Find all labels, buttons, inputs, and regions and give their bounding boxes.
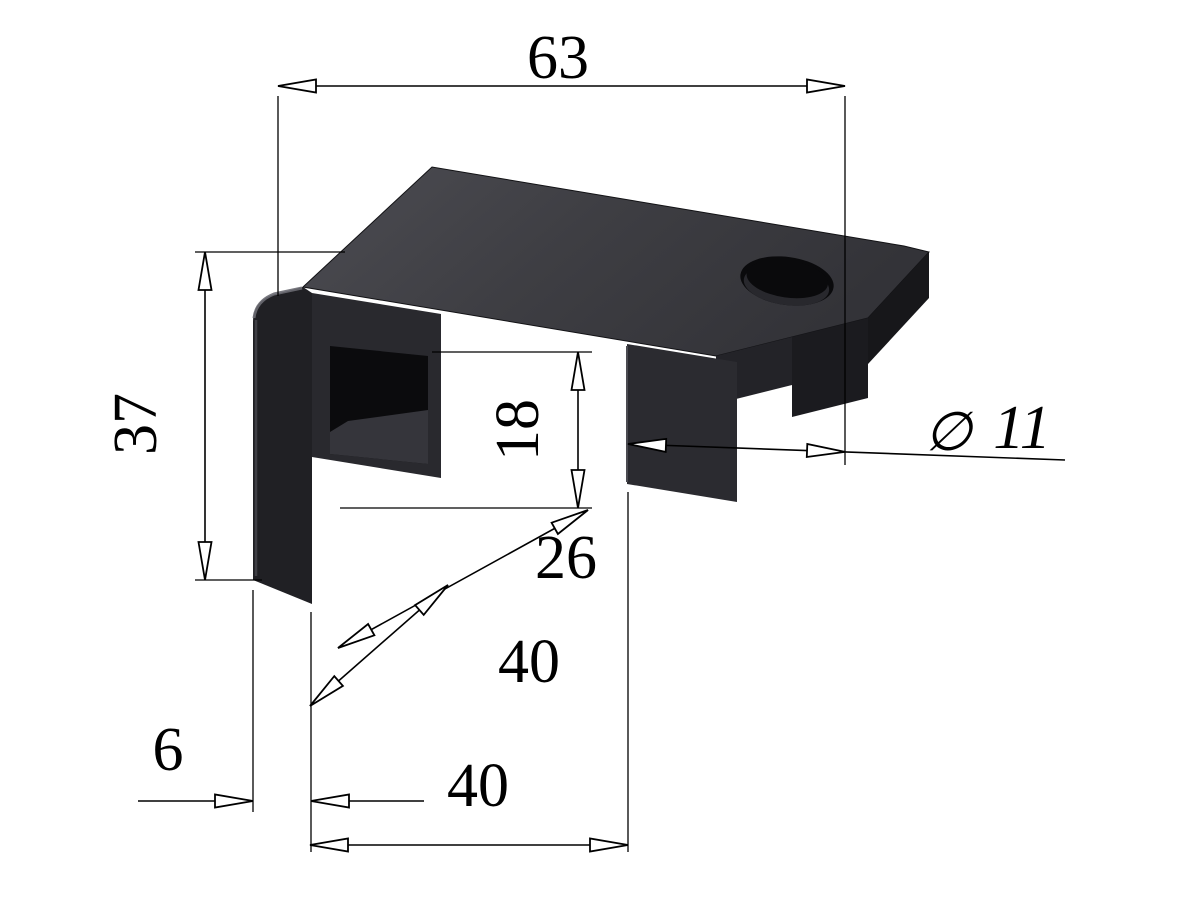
dim-overall-width-value: 63 — [527, 24, 589, 92]
arrowhead — [570, 469, 586, 509]
dimension-opening-width: 40 — [309, 492, 629, 853]
arrowhead — [214, 793, 254, 809]
dim-slot-height-value: 18 — [484, 399, 552, 461]
arrowhead — [570, 351, 586, 391]
dim-line — [337, 509, 589, 649]
dimension-slot-height: 18 — [340, 351, 592, 509]
arrowhead — [337, 622, 376, 649]
part-window-inner-floor — [330, 410, 428, 464]
arrowhead — [277, 78, 317, 94]
dimension-depth: 40 — [309, 584, 560, 707]
part-left-leg — [253, 287, 312, 604]
arrowhead — [627, 437, 668, 453]
arrowhead — [550, 509, 589, 536]
dimension-thickness: 6 — [138, 590, 424, 812]
hole-bore — [746, 259, 828, 299]
dim-hole-diameter-value: 11 — [993, 394, 1050, 462]
arrowhead — [197, 251, 213, 291]
arrowhead — [309, 837, 349, 853]
dimension-overall-width: 63 — [277, 24, 846, 465]
dim-depth-value: 40 — [498, 628, 560, 696]
arrowhead — [310, 793, 350, 809]
dimension-hole-diameter: ∅ 11 — [627, 394, 1066, 462]
dim-slot-width-value: 26 — [535, 524, 597, 592]
dim-opening-width-value: 40 — [447, 752, 509, 820]
part-right-flange — [627, 344, 737, 502]
arrowhead — [805, 442, 846, 459]
part-tab-right-face — [868, 252, 929, 364]
dim-overall-height-value: 37 — [102, 393, 170, 455]
part-tab-step-face — [792, 318, 868, 417]
part-bend-highlight — [252, 286, 303, 319]
dim-line — [627, 443, 1066, 461]
arrowhead — [197, 541, 213, 581]
arrowhead — [806, 78, 846, 94]
dimension-overall-height: 37 — [102, 251, 345, 581]
dim-hole-diameter-symbol: ∅ — [924, 402, 973, 462]
dim-thickness-value: 6 — [153, 716, 184, 784]
arrowhead — [589, 837, 629, 853]
part-hole — [740, 256, 834, 306]
dimension-slot-width: 26 — [337, 509, 597, 649]
part-bracket — [252, 166, 930, 604]
arrowhead — [309, 674, 345, 707]
arrowhead — [413, 584, 449, 617]
